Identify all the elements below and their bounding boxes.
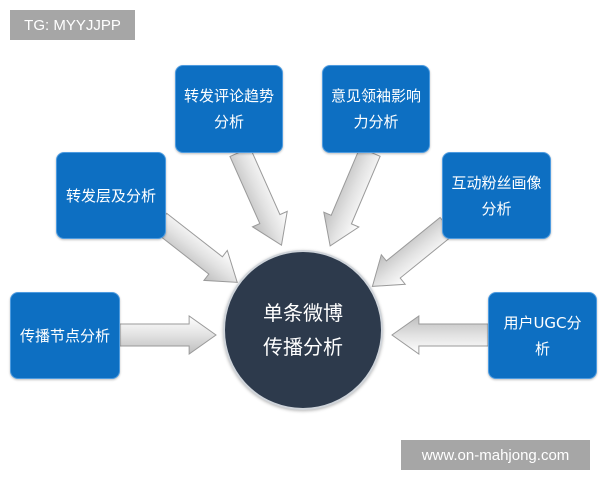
node-label-line1: 转发层及分析	[65, 186, 156, 205]
node-label-line1: 互动粉丝画像	[451, 173, 542, 192]
center-label-line2: 传播分析	[263, 335, 343, 359]
node-label-line2: 析	[534, 339, 550, 358]
node-label-line1: 转发评论趋势	[183, 87, 274, 105]
node-opinion-leader: 意见领袖影响力分析	[322, 65, 430, 153]
node-label-line2: 分析	[481, 199, 512, 218]
arrow-repost-trend	[222, 143, 300, 254]
center-label-line1: 单条微博	[263, 301, 343, 325]
arrow-opinion-leader	[312, 144, 388, 254]
arrow-propagation-node	[119, 315, 217, 355]
node-label-line2: 分析	[213, 113, 244, 131]
node-user-ugc: 用户UGC分析	[488, 292, 597, 379]
node-label-line1: 传播节点分析	[19, 326, 110, 345]
node-propagation-node: 传播节点分析	[10, 292, 120, 379]
node-repost-trend: 转发评论趋势分析	[175, 65, 283, 153]
node-label-line1: 意见领袖影响	[330, 87, 421, 105]
node-fan-profile: 互动粉丝画像分析	[442, 152, 551, 239]
node-repost-level: 转发层及分析	[56, 152, 166, 239]
center-topic: 单条微博 传播分析	[223, 250, 383, 410]
node-label-line2: 力分析	[353, 113, 399, 131]
watermark-bottom-right: www.on-mahjong.com	[401, 440, 590, 470]
arrow-user-ugc	[391, 315, 489, 355]
node-label-line1: 用户UGC分	[503, 313, 582, 332]
watermark-top-left: TG: MYYJJPP	[10, 10, 135, 40]
